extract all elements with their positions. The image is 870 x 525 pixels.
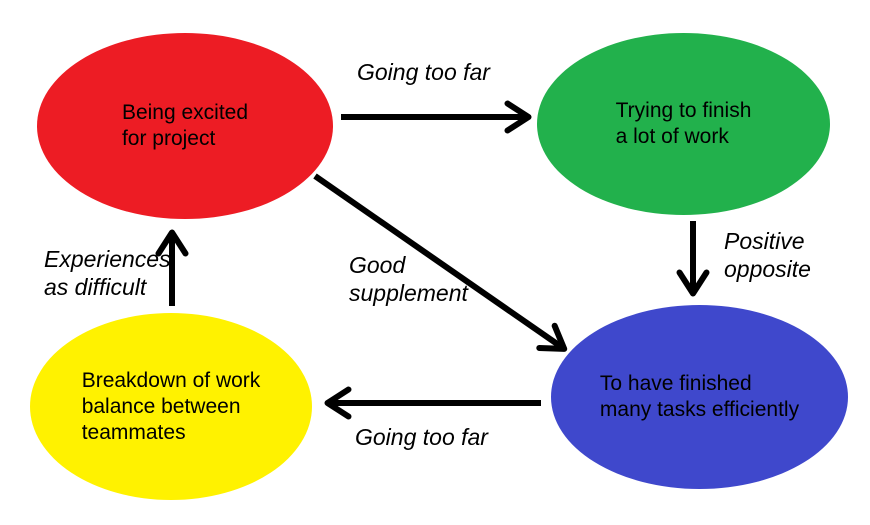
node-label: Breakdown of work balance between teamma… bbox=[81, 368, 261, 444]
node-finished-tasks: To have finished many tasks efficiently bbox=[551, 305, 848, 489]
edge-label-positive-opposite: Positive opposite bbox=[724, 228, 811, 282]
node-label: Being excited for project bbox=[121, 101, 249, 150]
edge-label-going-too-far-bottom: Going too far bbox=[355, 424, 488, 450]
node-being-excited: Being excited for project bbox=[37, 33, 333, 219]
edge-label-good-supplement: Good supplement bbox=[349, 252, 468, 306]
edge-label-going-too-far-top: Going too far bbox=[357, 59, 490, 85]
node-trying-to-finish: Trying to finish a lot of work bbox=[537, 33, 830, 215]
edge-label-experiences-as-difficult: Experiences as difficult bbox=[44, 246, 171, 300]
node-label: To have finished many tasks efficiently bbox=[599, 372, 800, 421]
arrow-being-excited-to-finished-tasks bbox=[313, 173, 568, 352]
node-breakdown: Breakdown of work balance between teamma… bbox=[30, 313, 312, 500]
node-label: Trying to finish a lot of work bbox=[615, 99, 752, 148]
